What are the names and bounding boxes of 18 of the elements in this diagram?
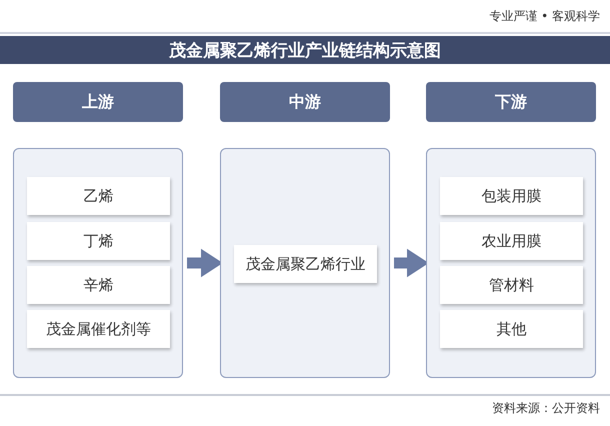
tagline: 专业严谨 • 客观科学 xyxy=(489,9,600,23)
item-box: 茂金属聚乙烯行业 xyxy=(234,245,377,283)
item-box: 辛烯 xyxy=(27,266,170,304)
panel-box xyxy=(220,148,390,378)
item-box: 乙烯 xyxy=(27,177,170,215)
item-box: 包装用膜 xyxy=(440,177,583,215)
source-note: 资料来源：公开资料 xyxy=(492,401,600,415)
title-bar: 茂金属聚乙烯行业产业链结构示意图 xyxy=(0,36,610,64)
header-box: 上游 xyxy=(13,82,183,122)
item-box: 农业用膜 xyxy=(440,222,583,260)
item-box: 管材料 xyxy=(440,266,583,304)
item-box: 茂金属催化剂等 xyxy=(27,310,170,348)
panel-box xyxy=(13,148,183,378)
header-box: 下游 xyxy=(426,82,596,122)
item-box: 丁烯 xyxy=(27,222,170,260)
item-box: 其他 xyxy=(440,310,583,348)
header-box: 中游 xyxy=(220,82,390,122)
panel-box xyxy=(426,148,596,378)
